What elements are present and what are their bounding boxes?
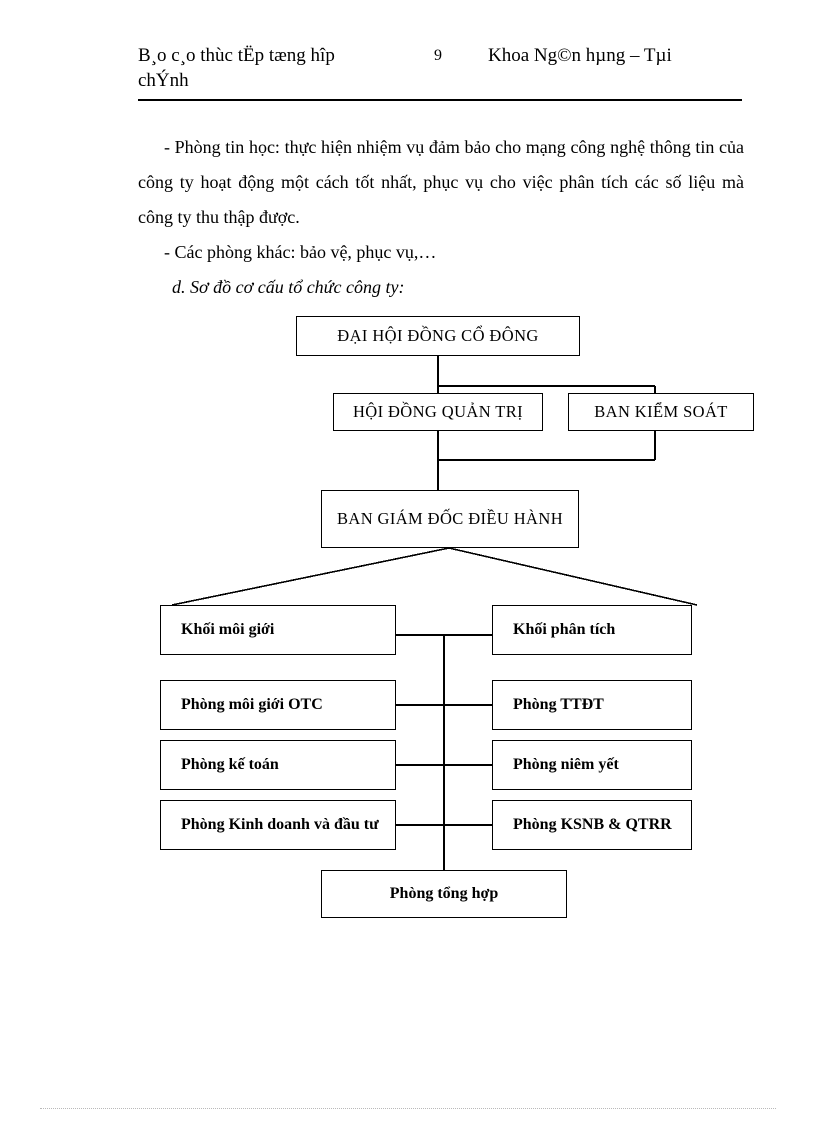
node-label: Phòng KSNB & QTRR: [513, 816, 672, 833]
node-label: Phòng Kinh doanh và đầu tư: [181, 816, 379, 833]
node-phong-kinh-doanh-va-dau-tu[interactable]: Phòng Kinh doanh và đầu tư: [160, 800, 396, 850]
node-khoi-phan-tich[interactable]: Khối phân tích: [492, 605, 692, 655]
node-phong-ksnb-qtrr[interactable]: Phòng KSNB & QTRR: [492, 800, 692, 850]
header-left-title-continued: chÝnh: [138, 70, 189, 91]
node-dai-hoi-dong-co-dong[interactable]: ĐẠI HỘI ĐỒNG CỔ ĐÔNG: [296, 316, 580, 356]
node-phong-ttdt[interactable]: Phòng TTĐT: [492, 680, 692, 730]
body-content: - Phòng tin học: thực hiện nhiệm vụ đảm …: [138, 130, 744, 305]
page-number: 9: [434, 47, 442, 64]
footer-divider: [40, 1108, 776, 1109]
org-chart-connectors: [171, 340, 698, 870]
node-hoi-dong-quan-tri[interactable]: HỘI ĐỒNG QUẢN TRỊ: [333, 393, 543, 431]
org-chart: ĐẠI HỘI ĐỒNG CỔ ĐÔNG HỘI ĐỒNG QUẢN TRỊ B…: [0, 290, 816, 940]
node-label: Phòng TTĐT: [513, 696, 604, 713]
connector-bgddh-to-kmg: [171, 547, 450, 606]
node-phong-ke-toan[interactable]: Phòng kế toán: [160, 740, 396, 790]
paragraph-other-departments: - Các phòng khác: bảo vệ, phục vụ,…: [164, 242, 437, 262]
node-label: Phòng niêm yết: [513, 756, 619, 773]
node-label: Phòng tổng hợp: [389, 885, 499, 902]
node-label: HỘI ĐỒNG QUẢN TRỊ: [352, 402, 524, 421]
node-label: ĐẠI HỘI ĐỒNG CỔ ĐÔNG: [337, 326, 539, 345]
node-label: Phòng môi giới OTC: [181, 696, 323, 713]
node-label: BAN GIÁM ĐỐC ĐIỀU HÀNH: [336, 509, 564, 528]
node-label: Phòng kế toán: [181, 756, 279, 773]
header-right-title: Khoa Ng©n hµng – Tµi: [488, 45, 672, 66]
node-khoi-moi-gioi[interactable]: Khối môi giới: [160, 605, 396, 655]
header-top-row: B¸o c¸o thùc tËp tæng hîp 9 Khoa Ng©n hµ…: [138, 44, 742, 68]
node-ban-kiem-soat[interactable]: BAN KIỂM SOÁT: [568, 393, 754, 431]
node-label: Khối phân tích: [513, 621, 616, 638]
connector-bgddh-to-kpt: [448, 547, 698, 606]
node-label: BAN KIỂM SOÁT: [594, 402, 728, 421]
section-heading-org-chart: d. Sơ đồ cơ cấu tổ chức công ty:: [172, 277, 405, 297]
node-label: Khối môi giới: [181, 621, 275, 638]
node-phong-moi-gioi-otc[interactable]: Phòng môi giới OTC: [160, 680, 396, 730]
header-divider: [138, 99, 742, 101]
paragraph-it-department: - Phòng tin học: thực hiện nhiệm vụ đảm …: [138, 137, 744, 227]
node-ban-giam-doc-dieu-hanh[interactable]: BAN GIÁM ĐỐC ĐIỀU HÀNH: [321, 490, 579, 548]
page-header: B¸o c¸o thùc tËp tæng hîp 9 Khoa Ng©n hµ…: [138, 44, 742, 94]
node-phong-niem-yet[interactable]: Phòng niêm yết: [492, 740, 692, 790]
header-left-title: B¸o c¸o thùc tËp tæng hîp: [138, 45, 335, 66]
node-phong-tong-hop[interactable]: Phòng tổng hợp: [321, 870, 567, 918]
